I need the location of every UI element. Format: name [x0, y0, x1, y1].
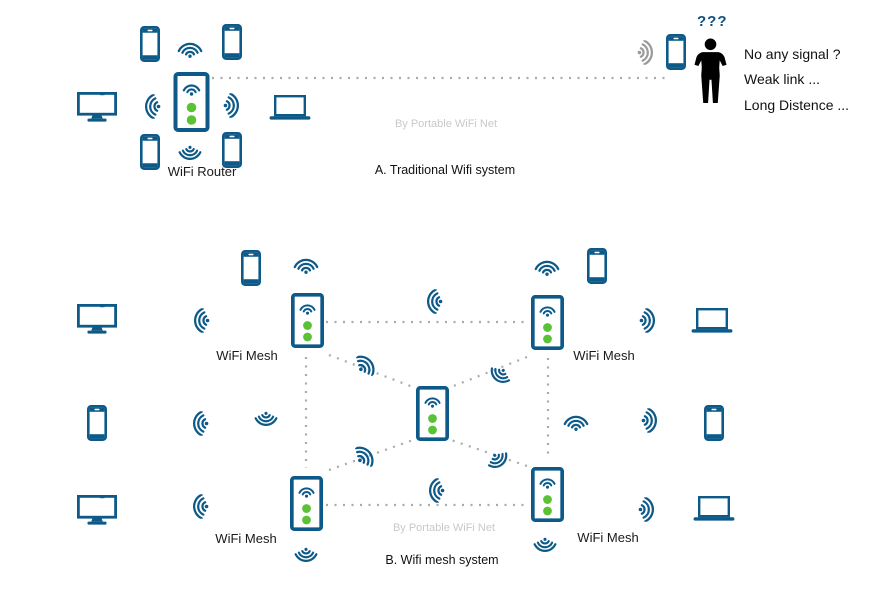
monitor-icon — [77, 92, 117, 123]
smartphone-icon — [140, 26, 160, 62]
section-a-watermark: By Portable WiFi Net — [394, 118, 498, 130]
wifi-signal-diagonal-icon — [349, 441, 378, 471]
wifi-signal-right-icon — [641, 408, 658, 433]
mesh-node-icon — [290, 474, 323, 533]
wifi-icon — [175, 42, 205, 59]
wifi-broadcast-down-icon — [177, 144, 203, 162]
smartphone-icon — [222, 24, 242, 60]
weak-signal-icon — [637, 40, 654, 65]
wifi-icon — [532, 260, 562, 277]
mesh-node-icon — [416, 384, 449, 443]
wifi-mesh-label-bottom-left: WiFi Mesh — [215, 531, 277, 546]
mesh-node-icon — [531, 465, 564, 524]
wifi-icon — [291, 258, 321, 275]
wifi-signal-right-icon — [639, 308, 656, 333]
note-weak-link: Weak link ... — [744, 71, 820, 87]
smartphone-icon — [587, 248, 607, 284]
smartphone-icon — [222, 132, 242, 168]
wifi-signal-diagonal-icon — [350, 350, 379, 380]
wifi-signal-left-icon — [426, 289, 443, 314]
wifi-mesh-label-bottom-right: WiFi Mesh — [577, 530, 639, 545]
monitor-icon — [77, 304, 117, 335]
smartphone-icon — [241, 250, 261, 286]
laptop-icon — [693, 496, 735, 521]
wifi-router-icon — [173, 72, 210, 132]
monitor-icon — [77, 495, 117, 526]
wifi-broadcast-down-icon — [532, 536, 558, 554]
section-a-caption: A. Traditional Wifi system — [374, 163, 516, 177]
wifi-signal-left-icon — [192, 494, 209, 519]
wifi-signal-right-icon — [638, 497, 655, 522]
wifi-broadcast-down-icon — [293, 546, 319, 564]
laptop-icon — [269, 95, 311, 120]
person-icon — [694, 37, 727, 105]
note-long-distance: Long Distence ... — [744, 97, 850, 113]
smartphone-icon — [666, 34, 686, 70]
question-marks-text: ??? — [697, 13, 728, 30]
wifi-icon — [561, 415, 591, 432]
smartphone-icon — [140, 134, 160, 170]
wifi-router-label: WiFi Router — [167, 164, 237, 179]
mesh-node-icon — [531, 293, 564, 352]
mesh-node-icon — [291, 291, 324, 350]
smartphone-icon — [87, 405, 107, 441]
wifi-signal-left-icon — [193, 308, 210, 333]
wifi-mesh-label-top-left: WiFi Mesh — [216, 348, 278, 363]
section-b-caption: B. Wifi mesh system — [385, 553, 499, 567]
laptop-icon — [691, 308, 733, 333]
wifi-broadcast-diagonal-icon — [482, 445, 514, 475]
wifi-broadcast-down-icon — [253, 410, 279, 428]
note-no-signal: No any signal ? — [744, 46, 841, 62]
wifi-signal-left-icon — [144, 94, 161, 119]
wifi-signal-left-icon — [428, 478, 445, 503]
wifi-mesh-label-top-right: WiFi Mesh — [573, 348, 635, 363]
wifi-broadcast-diagonal-icon — [484, 360, 516, 390]
wifi-signal-left-icon — [192, 411, 209, 436]
section-b-watermark: By Portable WiFi Net — [392, 522, 496, 534]
wifi-signal-right-icon — [223, 93, 240, 118]
smartphone-icon — [704, 405, 724, 441]
